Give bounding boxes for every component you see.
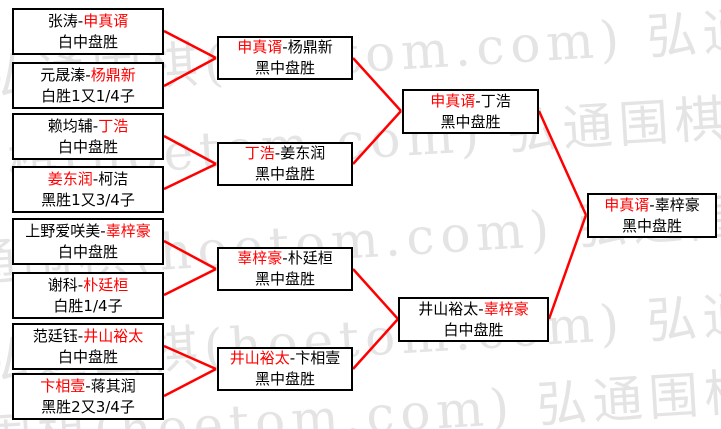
player-left: 赖均辅 bbox=[47, 116, 93, 135]
player-right: 辜梓豪 bbox=[483, 299, 529, 318]
match-result: 白中盘胜 bbox=[57, 242, 118, 261]
player-left: 申真谞 bbox=[430, 91, 476, 110]
match-result: 黑胜1又3/4子 bbox=[41, 190, 135, 209]
match-box-r2-4: 井山裕太-卞相壹 黑中盘胜 bbox=[217, 347, 353, 391]
match-box-r2-2: 丁浩-姜东润 黑中盘胜 bbox=[217, 142, 353, 186]
player-left: 范廷钰 bbox=[32, 326, 78, 345]
match-box-r1-7: 范廷钰-井山裕太 白中盘胜 bbox=[12, 323, 164, 370]
player-right: 辜梓豪 bbox=[105, 221, 151, 240]
match-result: 黑中盘胜 bbox=[254, 270, 315, 288]
player-right: 杨鼎新 bbox=[287, 38, 333, 56]
player-left: 申真谞 bbox=[604, 195, 650, 214]
match-result: 白胜1又1/4子 bbox=[41, 86, 135, 105]
player-left: 申真谞 bbox=[237, 38, 283, 56]
match-result: 黑中盘胜 bbox=[254, 165, 315, 183]
match-result: 白中盘胜 bbox=[57, 137, 118, 156]
player-right: 柯洁 bbox=[98, 169, 129, 188]
separator: - bbox=[649, 195, 655, 214]
match-result: 黑中盘胜 bbox=[254, 370, 315, 388]
match-result: 白中盘胜 bbox=[443, 320, 504, 339]
player-right: 井山裕太 bbox=[83, 326, 144, 345]
match-result: 黑中盘胜 bbox=[621, 216, 682, 235]
player-right: 杨鼎新 bbox=[90, 65, 136, 84]
player-left: 元晟溱 bbox=[40, 65, 86, 84]
match-result: 黑中盘胜 bbox=[254, 59, 315, 77]
player-right: 卞相壹 bbox=[295, 349, 341, 367]
player-right: 丁浩 bbox=[480, 91, 511, 110]
player-left: 谢科 bbox=[47, 275, 78, 294]
separator: - bbox=[282, 38, 288, 56]
player-left: 井山裕太 bbox=[229, 349, 290, 367]
separator: - bbox=[77, 326, 84, 345]
separator: - bbox=[478, 299, 484, 318]
separator: - bbox=[77, 275, 84, 294]
player-left: 辜梓豪 bbox=[237, 249, 283, 267]
separator: - bbox=[274, 144, 281, 162]
match-box-r2-1: 申真谞-杨鼎新 黑中盘胜 bbox=[217, 36, 353, 80]
player-right: 朴廷桓 bbox=[287, 249, 333, 267]
match-box-r1-3: 赖均辅-丁浩 白中盘胜 bbox=[12, 113, 164, 160]
separator: - bbox=[85, 65, 91, 84]
separator: - bbox=[289, 349, 296, 367]
player-left: 丁浩 bbox=[244, 144, 275, 162]
player-right: 丁浩 bbox=[98, 116, 129, 135]
player-right: 朴廷桓 bbox=[83, 275, 129, 294]
player-left: 姜东润 bbox=[47, 169, 93, 188]
match-box-final: 申真谞-辜梓豪 黑中盘胜 bbox=[587, 193, 717, 238]
match-result: 黑中盘胜 bbox=[440, 112, 501, 131]
separator: - bbox=[92, 116, 99, 135]
match-result: 白中盘胜 bbox=[57, 347, 118, 366]
match-box-r1-8: 卞相壹-蒋其润 黑胜2又3/4子 bbox=[12, 373, 164, 420]
match-box-r1-1: 张涛-申真谞 白中盘胜 bbox=[12, 8, 164, 55]
player-left: 井山裕太 bbox=[418, 299, 479, 318]
match-box-r2-3: 辜梓豪-朴廷桓 黑中盘胜 bbox=[217, 247, 353, 291]
match-result: 白胜1/4子 bbox=[53, 296, 123, 315]
separator: - bbox=[100, 221, 106, 240]
separator: - bbox=[85, 376, 91, 395]
match-box-r1-5: 上野爱咲美-辜梓豪 白中盘胜 bbox=[12, 218, 164, 265]
match-box-r1-4: 姜东润-柯洁 黑胜1又3/4子 bbox=[12, 166, 164, 213]
player-right: 辜梓豪 bbox=[654, 195, 700, 214]
player-left: 张涛 bbox=[47, 11, 78, 30]
player-left: 卞相壹 bbox=[40, 376, 86, 395]
player-right: 蒋其润 bbox=[90, 376, 136, 395]
match-box-sf-2: 井山裕太-辜梓豪 白中盘胜 bbox=[398, 297, 549, 342]
separator: - bbox=[77, 11, 84, 30]
separator: - bbox=[92, 169, 99, 188]
player-left: 上野爱咲美 bbox=[25, 221, 101, 240]
match-result: 黑胜2又3/4子 bbox=[41, 397, 135, 416]
match-box-r1-2: 元晟溱-杨鼎新 白胜1又1/4子 bbox=[12, 62, 164, 109]
player-right: 申真谞 bbox=[83, 11, 129, 30]
match-box-sf-1: 申真谞-丁浩 黑中盘胜 bbox=[402, 89, 539, 134]
separator: - bbox=[475, 91, 481, 110]
player-right: 姜东润 bbox=[280, 144, 326, 162]
match-result: 白中盘胜 bbox=[57, 32, 118, 51]
separator: - bbox=[282, 249, 288, 267]
match-box-r1-6: 谢科-朴廷桓 白胜1/4子 bbox=[12, 272, 164, 319]
